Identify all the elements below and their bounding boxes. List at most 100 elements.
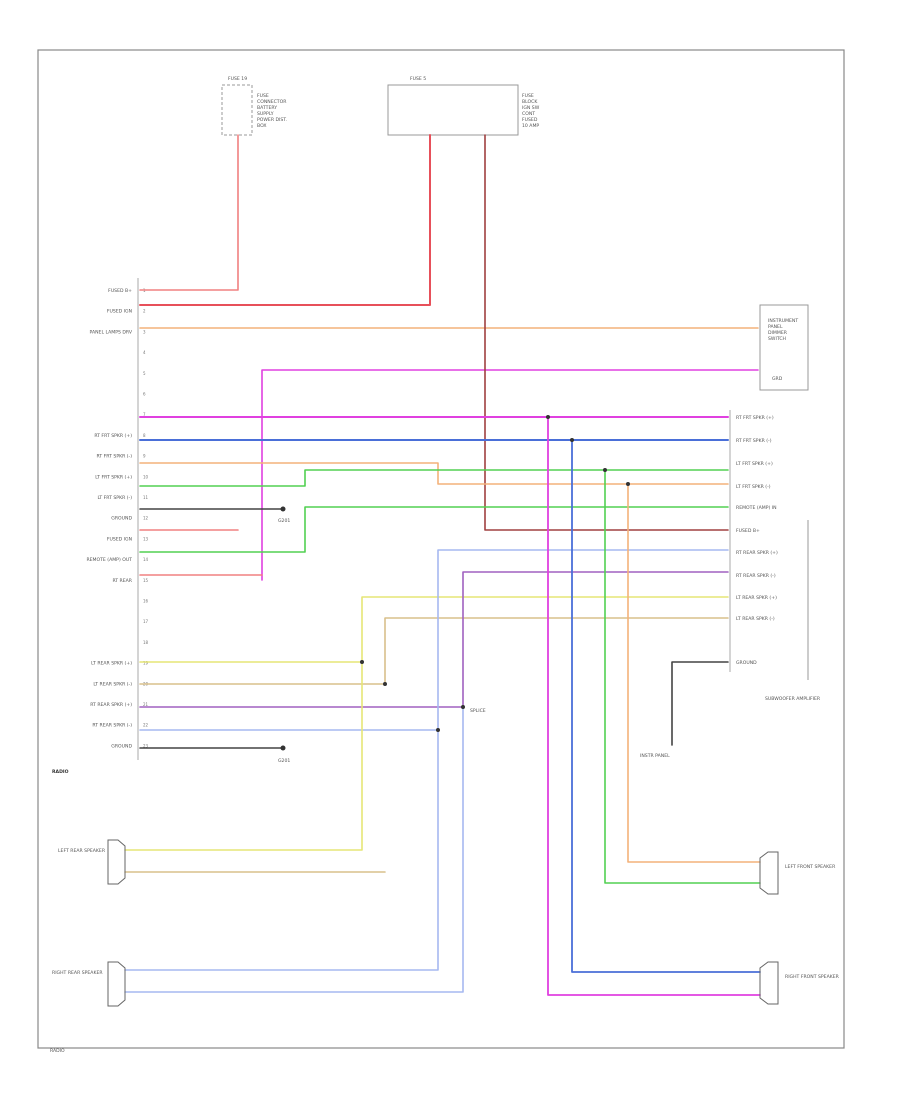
radio-pin-number: 18 <box>143 640 149 645</box>
top-fuse-right-title: FUSE 5 <box>410 76 426 82</box>
radio-pin-number: 7 <box>143 412 146 417</box>
radio-pin-number: 3 <box>143 329 146 334</box>
radio-pin-label: PANEL LAMPS DRV <box>89 329 132 335</box>
amp-pin-label: REMOTE (AMP) IN <box>736 505 777 511</box>
svg-text:GRD: GRD <box>772 376 783 382</box>
amp-pin-label: LT REAR SPKR (-) <box>736 616 775 622</box>
radio-pin-label: LT REAR SPKR (+) <box>91 661 132 667</box>
svg-text:LEFT FRONT SPEAKER: LEFT FRONT SPEAKER <box>785 864 836 870</box>
right-front-speaker: RIGHT FRONT SPEAKER <box>759 961 840 1005</box>
radio-pin-label: LT REAR SPKR (-) <box>93 681 132 687</box>
radio-pin-label: LT FRT SPKR (-) <box>97 495 132 501</box>
svg-text:CONNECTOR: CONNECTOR <box>257 99 287 105</box>
left-front-speaker: LEFT FRONT SPEAKER <box>759 851 836 895</box>
radio-pin-number: 21 <box>143 702 149 707</box>
amp-pin-label: FUSED B+ <box>736 528 760 534</box>
svg-text:10 AMP: 10 AMP <box>522 123 539 129</box>
amp-pin-label: LT FRT SPKR (+) <box>736 461 773 467</box>
radio-pin-label: LT FRT SPKR (+) <box>95 474 132 480</box>
radio-pin-number: 23 <box>143 743 149 748</box>
radio-pin-label: RT REAR SPKR (-) <box>92 723 132 729</box>
junctions <box>280 415 630 751</box>
instr-panel-note: INSTR PANEL <box>640 753 670 759</box>
radio-pin-number: 6 <box>143 392 146 397</box>
wire-rt-rear-neg <box>139 549 729 731</box>
wire-lt-rear-spk-pos <box>124 661 363 851</box>
wire-fused-ign <box>139 134 431 306</box>
wire-rt-frt-spk-neg <box>547 416 761 996</box>
ground-label-2: G201 <box>278 758 290 764</box>
footer-label: RADIO <box>50 1048 65 1054</box>
svg-text:LEFT REAR SPEAKER: LEFT REAR SPEAKER <box>58 848 106 854</box>
wire-rt-frt-spk-pos <box>571 439 761 973</box>
wire-remote-amp <box>139 506 729 553</box>
left-rear-speaker: LEFT REAR SPEAKER <box>58 839 126 885</box>
wire-lt-rear-pos <box>139 596 729 663</box>
top-fuse-left-title: FUSE 19 <box>228 76 247 82</box>
svg-text:FUSED: FUSED <box>522 117 538 123</box>
svg-text:POWER DIST.: POWER DIST. <box>257 117 287 123</box>
radio-pin-number: 2 <box>143 309 146 314</box>
radio-pin-label: GROUND <box>111 516 132 522</box>
wire-amp-fused-b-plus <box>484 134 729 531</box>
radio-pin-number: 19 <box>143 661 149 666</box>
wire-lt-frt-pos <box>139 462 729 485</box>
svg-text:IGN SW: IGN SW <box>522 105 540 111</box>
svg-text:PANEL: PANEL <box>768 324 783 330</box>
radio-pin-label: REMOTE (AMP) OUT <box>86 557 132 563</box>
svg-text:RIGHT REAR SPEAKER: RIGHT REAR SPEAKER <box>52 970 103 976</box>
dimmer-switch: INSTRUMENT PANEL DIMMER SWITCH GRD <box>759 304 809 391</box>
amp-pin-label: RT REAR SPKR (-) <box>736 573 776 579</box>
amp-pin-label: RT FRT SPKR (-) <box>736 438 772 444</box>
radio-label: RADIO <box>52 769 69 775</box>
radio-pin-label: FUSED IGN <box>107 309 132 315</box>
radio-pin-label: RT FRT SPKR (-) <box>97 454 133 460</box>
amp-label: SUBWOOFER AMPLIFIER <box>765 696 821 702</box>
radio-pin-label: FUSED IGN <box>107 536 132 542</box>
diagram-frame <box>37 49 845 1049</box>
radio-pin-number: 13 <box>143 536 149 541</box>
svg-text:CONT: CONT <box>522 111 535 117</box>
radio-pin-number: 5 <box>143 371 146 376</box>
wire-amp-ground <box>671 661 729 746</box>
radio-pin-number: 8 <box>143 433 146 438</box>
svg-text:SUPPLY: SUPPLY <box>257 111 274 117</box>
wire-lt-frt-spk-neg <box>604 469 761 884</box>
amp-pins: RT FRT SPKR (+) RT FRT SPKR (-) LT FRT SPK… <box>736 415 778 666</box>
svg-text:BATTERY: BATTERY <box>257 105 277 111</box>
svg-text:FUSE: FUSE <box>257 93 269 99</box>
wire-dimmer-feed <box>261 369 759 581</box>
wire-rt-rear-spk-pos <box>124 729 439 971</box>
wire-lt-rear-neg <box>139 617 729 685</box>
amp-pin-label: RT FRT SPKR (+) <box>736 415 774 421</box>
radio-pin-label: FUSED B+ <box>108 288 132 294</box>
radio-pin-number: 11 <box>143 495 149 500</box>
svg-text:FUSE: FUSE <box>522 93 534 99</box>
wire-rt-rear-pos <box>139 571 729 708</box>
svg-text:SWITCH: SWITCH <box>768 336 786 342</box>
splice-label: SPLICE <box>470 708 486 714</box>
svg-text:INSTRUMENT: INSTRUMENT <box>768 318 798 324</box>
ground-label: G201 <box>278 518 290 524</box>
wire-lt-frt-neg <box>139 469 729 487</box>
radio-pin-number: 14 <box>143 557 149 562</box>
svg-text:RIGHT FRONT SPEAKER: RIGHT FRONT SPEAKER <box>785 974 840 980</box>
radio-pin-label: GROUND <box>111 743 132 749</box>
svg-text:BLOCK: BLOCK <box>522 99 538 105</box>
radio-pin-number: 17 <box>143 619 149 624</box>
radio-pin-number: 10 <box>143 474 149 479</box>
radio-pin-label: RT REAR SPKR (+) <box>90 702 132 708</box>
right-rear-speaker: RIGHT REAR SPEAKER <box>52 961 126 1007</box>
wires <box>124 134 761 996</box>
top-fuse-right: FUSE 5 FUSE BLOCK IGN SW CONT FUSED 10 A… <box>387 76 540 136</box>
radio-pin-number: 9 <box>143 454 146 459</box>
svg-text:DIMMER: DIMMER <box>768 330 788 336</box>
top-fuse-left: FUSE 19 FUSE CONNECTOR BATTERY SUPPLY PO… <box>221 76 287 136</box>
svg-text:BOX: BOX <box>257 123 267 129</box>
amp-pin-label: RT REAR SPKR (+) <box>736 550 778 556</box>
wire-lt-frt-spk-pos <box>627 483 761 863</box>
radio-pin-label: RT FRT SPKR (+) <box>94 433 132 439</box>
wire-rt-rear-spk-neg <box>124 706 464 993</box>
